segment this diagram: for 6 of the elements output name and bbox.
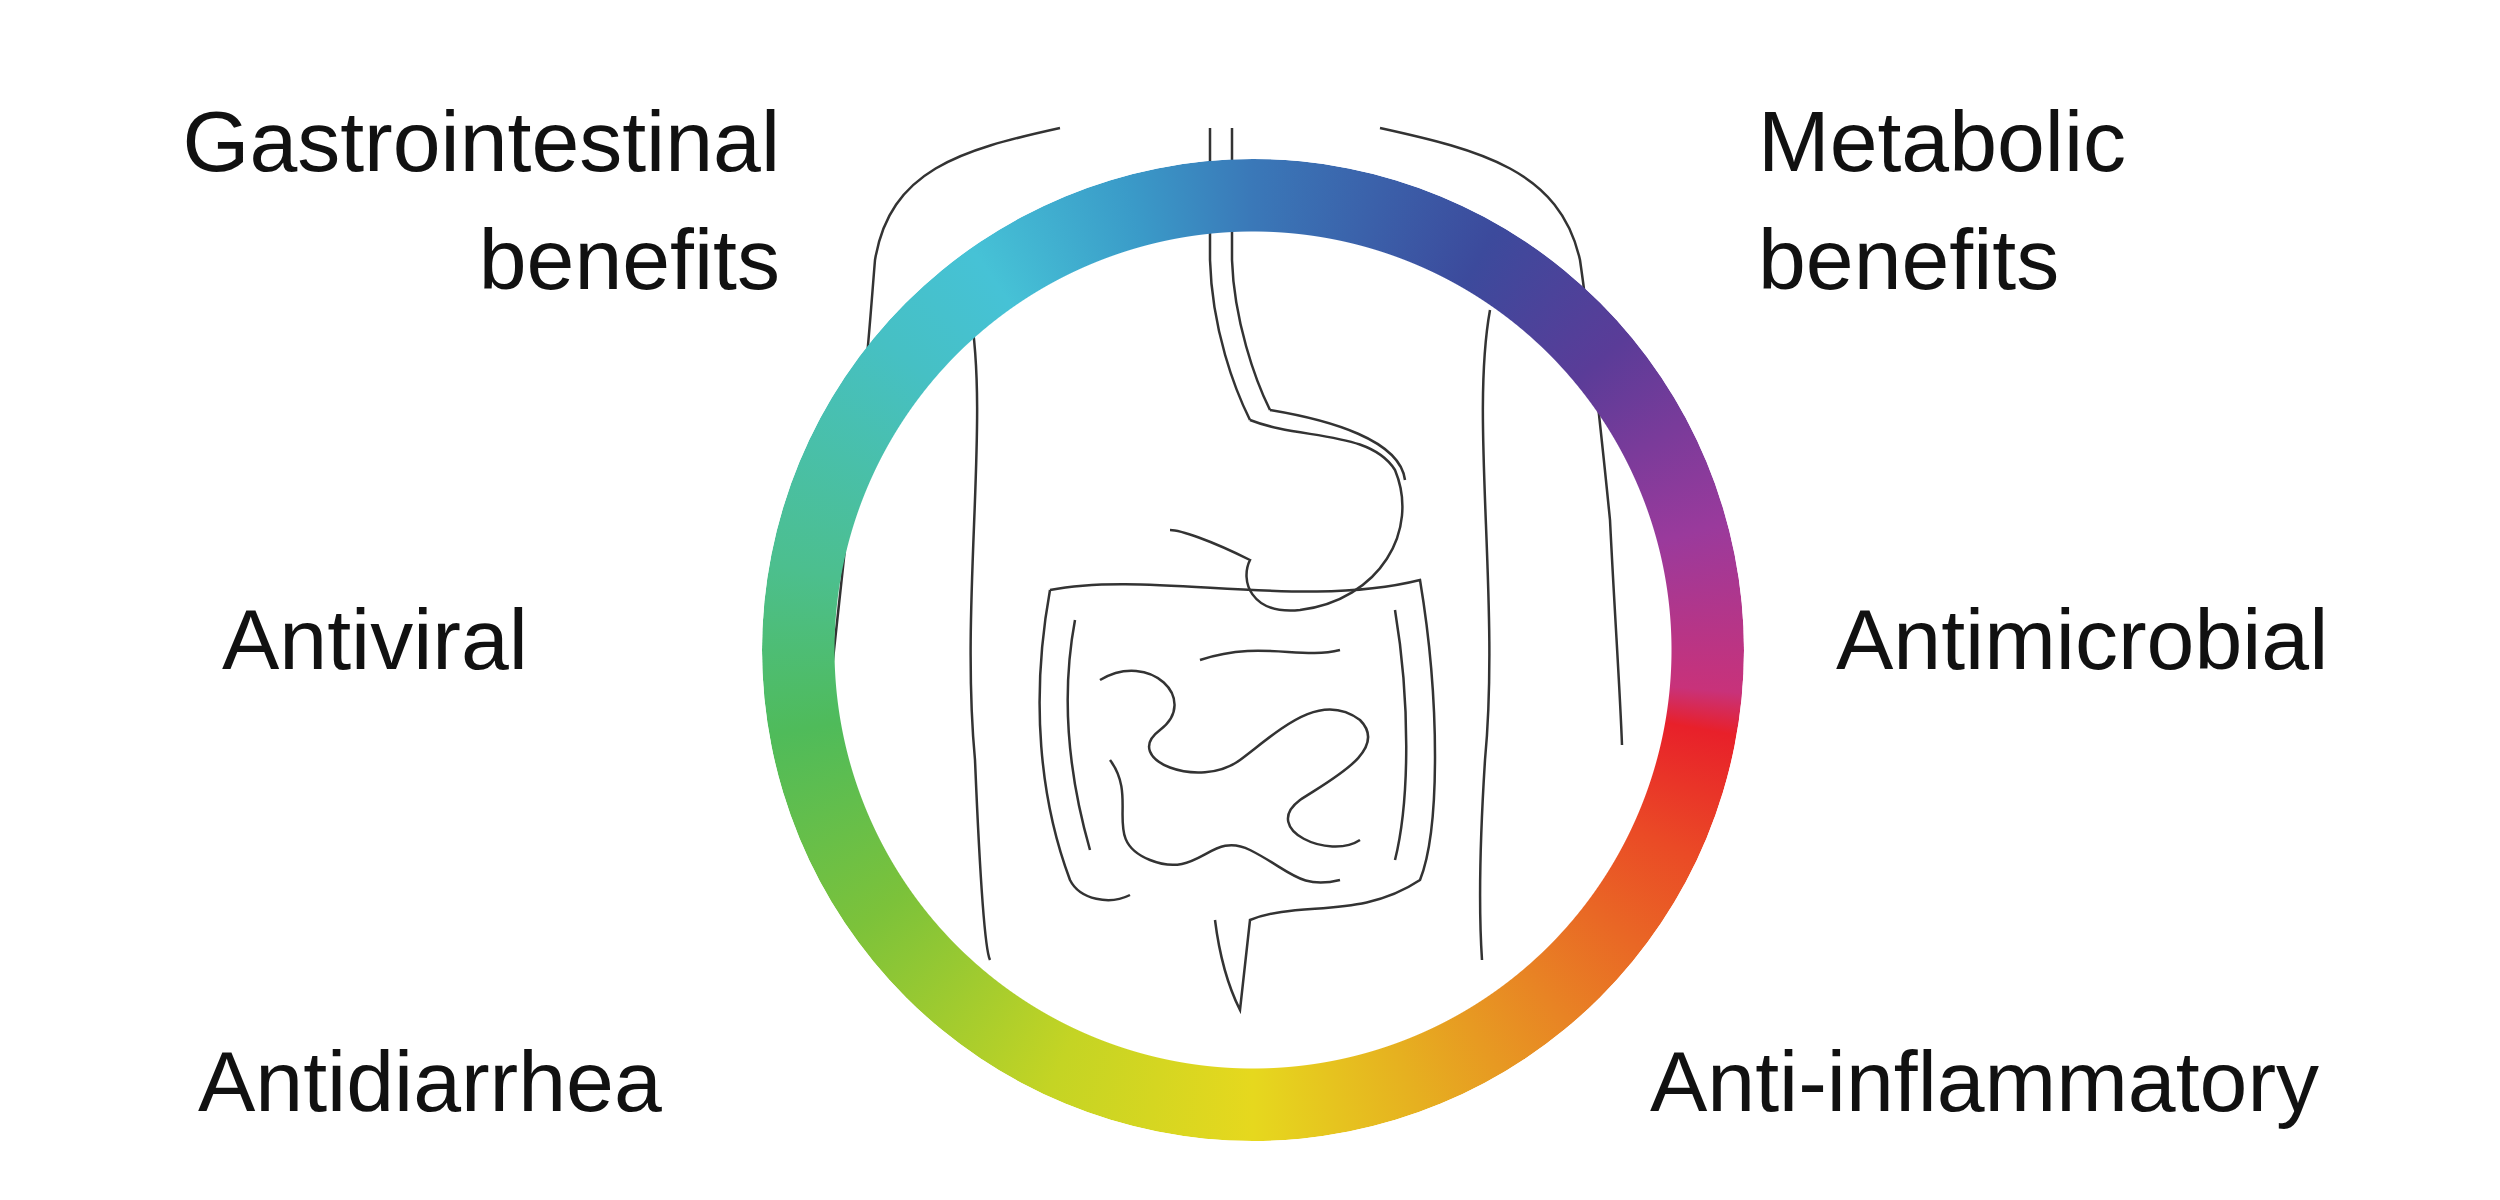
benefit-label: Metabolic benefits	[1758, 92, 2128, 309]
benefit-label: Gastrointestinal benefits	[181, 92, 780, 309]
benefit-label: Anti-inflammatory	[1650, 1032, 2321, 1131]
benefit-label: Antimicrobial	[1836, 590, 2330, 689]
benefit-label: Antiviral	[222, 590, 529, 689]
benefit-label: Antidiarrhea	[198, 1032, 663, 1131]
